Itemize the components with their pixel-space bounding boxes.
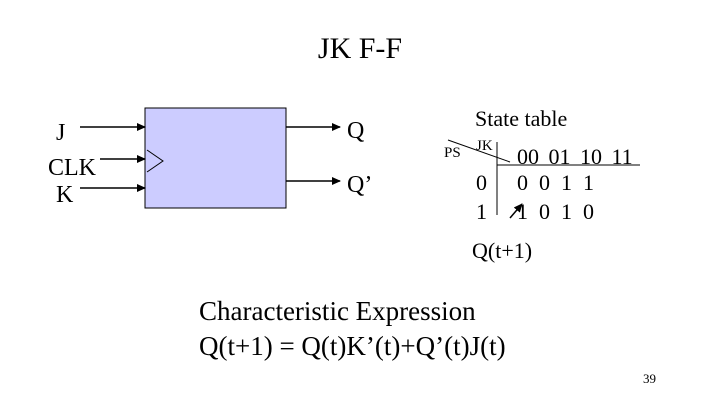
characteristic-heading: Characteristic Expression (199, 296, 476, 326)
clock-triangle (146, 149, 164, 173)
next-state-label: Q(t+1) (472, 238, 533, 263)
slide-title: JK F-F (317, 32, 403, 65)
table-corner-ps: PS (444, 145, 461, 161)
table-corner-jk: JK (476, 138, 493, 154)
table-row-ps: 0 (476, 170, 487, 195)
characteristic-equation: Q(t+1) = Q(t)K’(t)+Q’(t)J(t) (199, 331, 506, 361)
table-row-ps: 1 (476, 199, 487, 224)
page-number: 39 (643, 371, 656, 386)
table-header-row: 00 01 10 11 (517, 144, 633, 169)
flipflop-block (144, 107, 287, 209)
input-clk-label: CLK (48, 155, 96, 181)
table-corner-diagonal (447, 139, 511, 163)
next-state-pointer (509, 203, 523, 219)
state-table-title: State table (475, 106, 568, 131)
input-k-label: K (56, 182, 74, 208)
table-row-values: 0 0 1 1 (517, 170, 594, 195)
output-q-bar-label: Q’ (347, 172, 373, 198)
input-j-label: J (56, 120, 66, 146)
output-q-label: Q (347, 118, 365, 144)
table-row-values: 1 0 1 0 (517, 199, 594, 224)
